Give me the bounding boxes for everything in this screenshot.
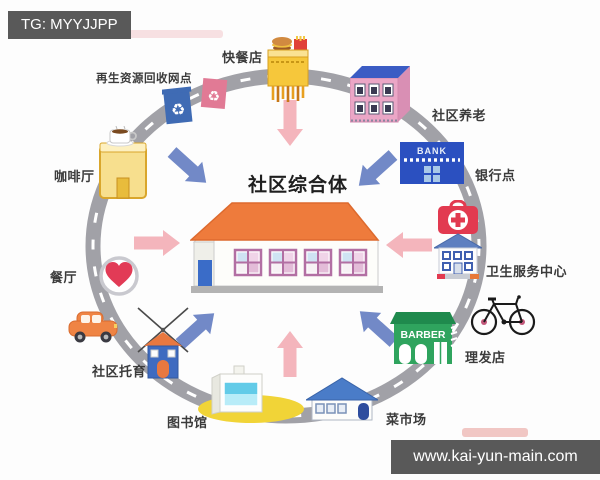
coffee-shop-label: 咖啡厅 xyxy=(54,169,95,184)
library-label: 图书馆 xyxy=(167,415,208,430)
barber-label: 理发店 xyxy=(465,350,506,365)
arrow-top-right-icon xyxy=(350,145,402,196)
watermark-smudge xyxy=(462,428,528,437)
recycle-symbol-icon: ♻ xyxy=(207,88,221,105)
childcare-windmill-icon xyxy=(137,307,189,379)
website-watermark-badge: www.kai-yun-main.com xyxy=(391,440,600,474)
restaurant-heart-icon xyxy=(99,256,139,296)
bicycle-icon xyxy=(470,295,536,336)
childcare-label: 社区托育 xyxy=(92,364,147,379)
recycling-label: 再生资源回收网点 xyxy=(96,73,192,85)
elderly-care-label: 社区养老 xyxy=(432,108,487,123)
arrow-left-icon xyxy=(134,230,180,256)
health-center-label: 卫生服务中心 xyxy=(486,264,568,279)
recycle-bin-pink-icon: ♻ xyxy=(200,78,228,109)
arrow-top-icon xyxy=(277,100,303,146)
market-label: 菜市场 xyxy=(386,412,427,427)
barber-sign-text: BARBER xyxy=(401,329,446,341)
arrow-top-left-icon xyxy=(163,142,215,193)
community-complex-house-icon xyxy=(190,202,383,293)
recycle-bin-blue-icon: ♻ xyxy=(162,86,193,125)
bank-icon: BANK xyxy=(400,142,464,184)
watermark-smudge xyxy=(117,30,223,38)
recycling-bins-icon: ♻ ♻ xyxy=(162,78,228,125)
bank-label: 银行点 xyxy=(475,168,516,183)
car-icon xyxy=(68,311,118,343)
tg-watermark-badge: TG: MYYJJPP xyxy=(8,11,131,39)
coffee-shop-icon xyxy=(99,126,147,199)
health-service-center-icon xyxy=(434,200,482,279)
bank-sign-text: BANK xyxy=(417,146,447,156)
arrow-right-icon xyxy=(386,232,432,258)
market-house-icon xyxy=(306,377,378,421)
barber-shop-icon: BARBER xyxy=(390,312,458,364)
library-icon xyxy=(198,365,304,423)
page-title: 社区综合体 xyxy=(247,175,348,196)
fast-food-icon xyxy=(267,36,309,102)
restaurant-label: 餐厅 xyxy=(50,270,78,285)
heart-icon xyxy=(105,262,133,287)
elderly-care-building-icon xyxy=(350,66,410,123)
fast-food-label: 快餐店 xyxy=(222,50,263,65)
recycle-symbol-icon: ♻ xyxy=(170,99,186,119)
